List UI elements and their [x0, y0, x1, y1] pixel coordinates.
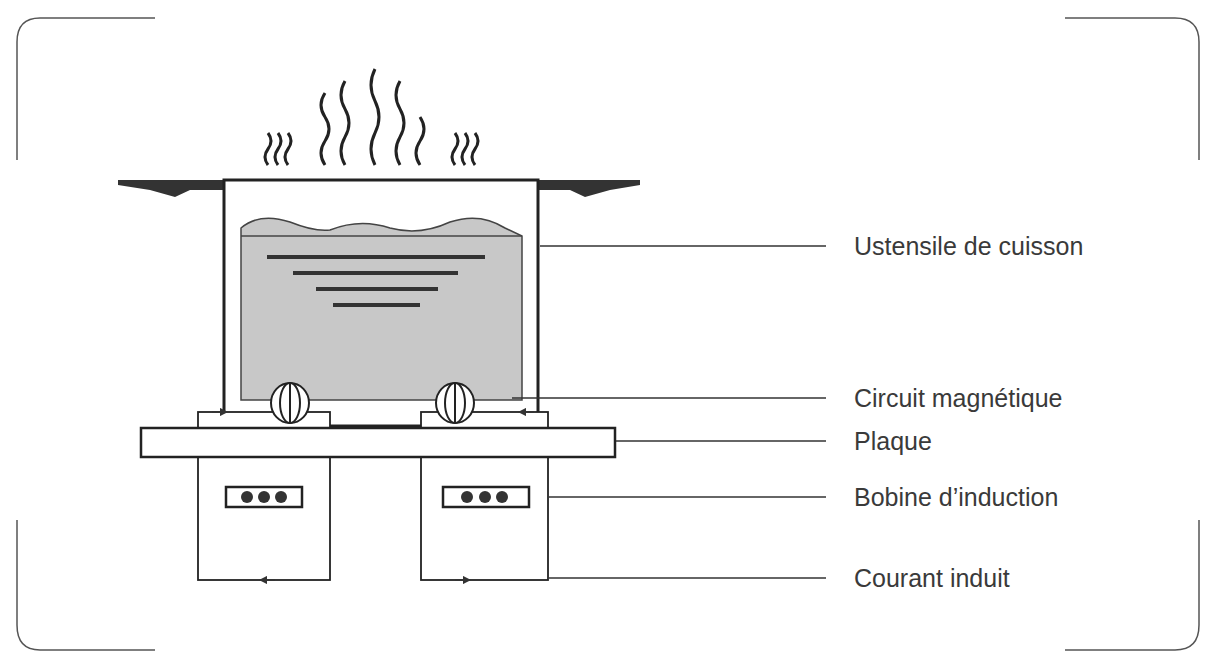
leader-lines: [512, 246, 826, 578]
part-label: Circuit magnétique: [852, 385, 1064, 412]
part-label: Ustensile de cuisson: [852, 233, 1085, 260]
current-arrows: [212, 412, 534, 580]
cooking-pot: [118, 180, 640, 426]
frame: [17, 18, 1199, 650]
part-label: Plaque: [852, 428, 934, 455]
part-label: Bobine d’induction: [852, 484, 1060, 511]
hob-plate: [141, 428, 615, 457]
magnetic-circuit: [271, 383, 474, 423]
part-label: Courant induit: [852, 565, 1012, 592]
steam: [265, 69, 478, 165]
induction-coils: [226, 487, 529, 507]
